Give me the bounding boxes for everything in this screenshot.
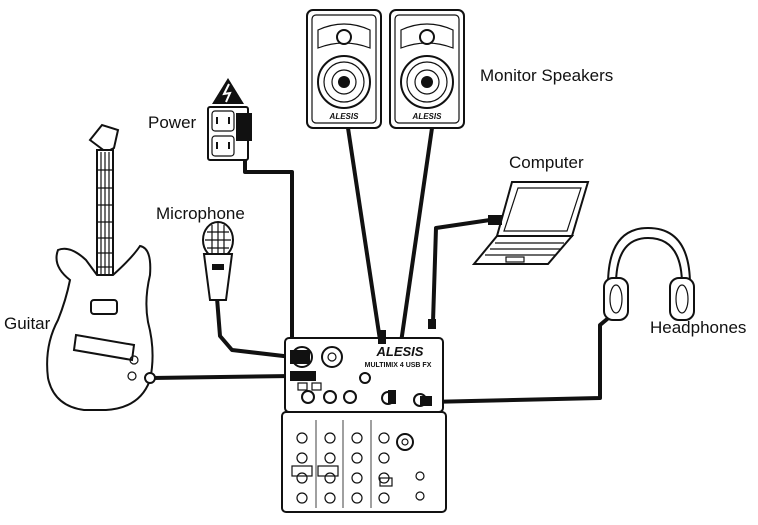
speaker-right: ALESIS (389, 9, 465, 129)
mixer-device: ALESIS MULTIMIX 4 USB FX (281, 319, 447, 513)
power-label: Power (148, 113, 197, 132)
tweeter (419, 29, 435, 45)
cables (151, 127, 614, 404)
power-plug (236, 113, 252, 141)
usb-plug (488, 215, 502, 225)
tweeter (336, 29, 352, 45)
usb-cable (431, 218, 491, 323)
speaker-cable-left (346, 127, 382, 341)
headphones-label: Headphones (650, 318, 747, 337)
xlr-plug (290, 350, 310, 364)
guitar-plug (290, 371, 316, 381)
mixer-logo: ALESIS (376, 344, 424, 359)
speaker-right-logo: ALESIS (412, 112, 443, 121)
monitor-speakers-label: Monitor Speakers (480, 66, 614, 85)
speaker-left-logo: ALESIS (329, 112, 360, 121)
mic-cable (215, 297, 293, 359)
power-cable (243, 135, 294, 345)
guitar-cable (151, 374, 293, 380)
microphone-device (202, 221, 234, 301)
mixer-knobs (291, 432, 425, 504)
power-outlet (207, 78, 252, 161)
laptop (471, 181, 590, 265)
speaker-left: ALESIS (306, 9, 382, 129)
guitar-label: Guitar (4, 314, 51, 333)
guitar-device (46, 123, 156, 411)
headphone-cable (427, 313, 614, 404)
microphone-label: Microphone (156, 204, 245, 223)
mixer-model: MULTIMIX 4 USB FX (365, 362, 432, 369)
warning-triangle-icon (212, 78, 244, 104)
headphones-device (603, 226, 695, 321)
computer-label: Computer (509, 153, 584, 172)
